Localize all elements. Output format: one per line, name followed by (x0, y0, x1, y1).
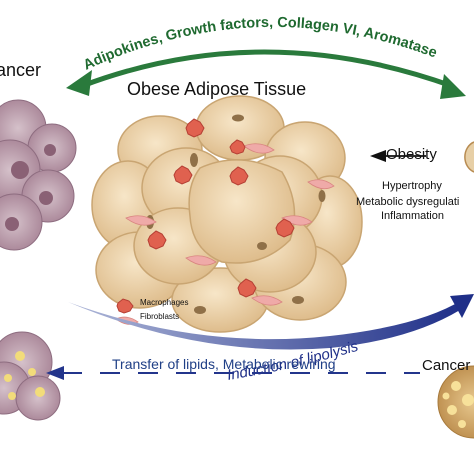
legend-fibroblasts-label: Fibroblasts (140, 312, 180, 321)
lipolysis-arrowhead-icon (450, 294, 474, 318)
arrowhead-right-icon (440, 74, 466, 99)
arrowhead-left-icon (66, 70, 92, 96)
obesity-effect: Hypertrophy (382, 180, 442, 192)
transfer-arrow (46, 366, 420, 380)
obesity-heading: Obesity (386, 146, 437, 163)
page-title: Obese Adipose Tissue (127, 79, 307, 99)
left-cancer-label: ancer (0, 60, 42, 80)
obesity-effect: Metabolic dysregulati (356, 196, 460, 208)
left-tumor-tissue (0, 99, 77, 251)
lipolysis-arrow (68, 294, 474, 350)
top-double-arrow (66, 49, 466, 99)
adipocyte-cluster (91, 95, 363, 333)
right-cancer-label: Cancer (422, 357, 471, 374)
left-tumor-lipid-laden (0, 331, 61, 421)
obesity-arrow (370, 150, 426, 162)
macrophages (147, 118, 295, 298)
right-tumor (437, 365, 474, 439)
legend-macrophages-label: Macrophages (140, 298, 189, 307)
obesity-effect: Inflammation (381, 210, 444, 222)
obesity-figure-partial (464, 141, 474, 173)
legend-macrophage-icon (116, 298, 134, 314)
transfer-label: Transfer of lipids, Metabolic rewiring (112, 356, 336, 372)
fibroblasts (125, 143, 335, 306)
